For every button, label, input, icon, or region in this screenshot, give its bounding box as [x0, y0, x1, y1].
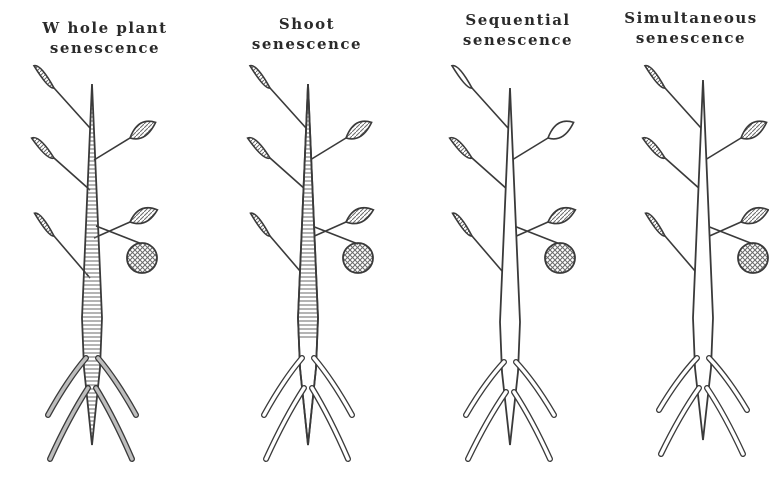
leaf [346, 121, 372, 139]
leaf [248, 138, 270, 159]
root-inner [48, 358, 86, 415]
leaf-petiole [270, 158, 306, 190]
leaf-petiole [665, 158, 701, 190]
leaf [346, 208, 373, 224]
leaf [645, 66, 665, 89]
plant-simultaneous [643, 66, 769, 454]
leaf [548, 121, 574, 139]
plant-sequential [450, 66, 576, 459]
plant-whole [32, 66, 158, 459]
fruit-stalk [707, 226, 753, 244]
leaf-petiole [472, 88, 508, 128]
leaf-petiole [94, 222, 130, 238]
leaf-petiole [310, 222, 346, 238]
leaf-petiole [705, 138, 741, 160]
fruit-stalk [514, 226, 560, 244]
leaf-petiole [665, 88, 701, 128]
fruit-stalk [96, 226, 142, 244]
leaf [643, 138, 665, 159]
leaf [548, 208, 575, 224]
leaf [741, 208, 768, 224]
leaf [452, 213, 472, 236]
leaf-petiole [94, 138, 130, 160]
leaf-petiole [310, 138, 346, 160]
leaf [34, 213, 54, 236]
leaf-petiole [512, 222, 548, 238]
leaf [450, 138, 472, 159]
leaf [34, 66, 54, 89]
stem [693, 80, 713, 440]
leaf [32, 138, 54, 159]
leaf [452, 66, 472, 89]
leaf-petiole [54, 88, 90, 128]
fruit [738, 243, 768, 273]
fruit-stalk [312, 226, 358, 244]
fruit [127, 243, 157, 273]
leaf-petiole [472, 158, 508, 190]
fruit [343, 243, 373, 273]
leaf-petiole [54, 158, 90, 190]
leaf-petiole [270, 88, 306, 128]
leaf [130, 208, 157, 224]
root-inner [264, 358, 302, 415]
leaf [250, 66, 270, 89]
leaf [741, 121, 767, 139]
leaf [130, 121, 156, 139]
leaf [250, 213, 270, 236]
fruit [545, 243, 575, 273]
leaf [645, 213, 665, 236]
plant-shoot [248, 66, 374, 459]
leaf-petiole [512, 138, 548, 160]
